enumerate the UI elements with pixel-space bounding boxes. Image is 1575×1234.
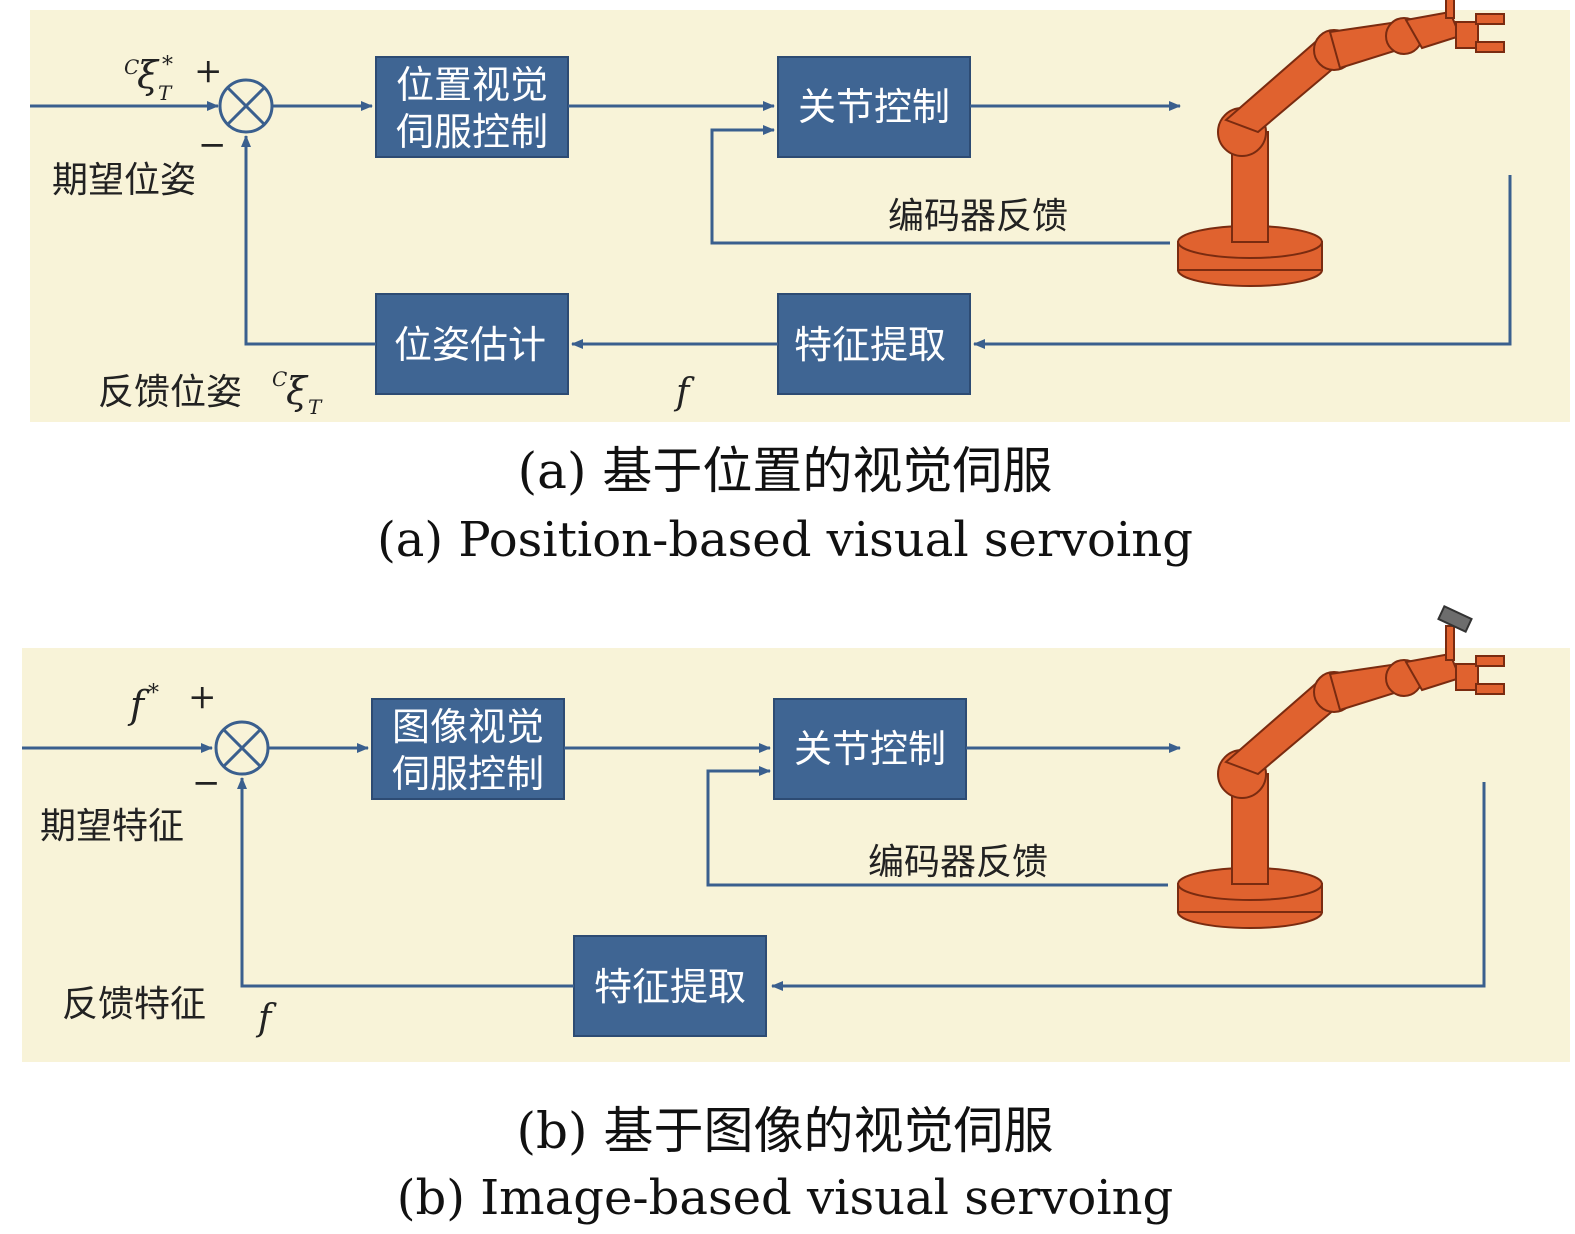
feature-extraction-label: 特征提取 — [594, 965, 746, 1009]
camera-feedback-line — [973, 175, 1512, 349]
ibvs-controller-block — [371, 698, 565, 800]
pose-estimation-label: 位姿估计 — [394, 323, 546, 367]
caption-a-english: (a) Position-based visual servoing — [377, 512, 1193, 568]
plus-sign: + — [194, 51, 223, 91]
pose-estimation-block — [375, 293, 569, 395]
encoder-feedback-label: 编码器反馈 — [868, 842, 1048, 883]
pbvs-controller-line1: 位置视觉 — [396, 63, 548, 107]
plus-sign: + — [188, 677, 217, 717]
feature-extraction-block — [777, 293, 971, 395]
desired-pose-symbol: C ξ * T — [124, 53, 173, 105]
feature-extraction-block — [573, 935, 767, 1037]
feature-extraction-label: 特征提取 — [794, 323, 946, 367]
pose-feedback-line — [241, 135, 376, 346]
minus-sign: − — [192, 763, 221, 803]
joint-control-label: 关节控制 — [798, 85, 950, 129]
ibvs-controller-line1: 图像视觉 — [392, 705, 544, 749]
ibvs-controller-line2: 伺服控制 — [392, 752, 544, 796]
pbvs-controller-block — [375, 56, 569, 158]
svg-text:T: T — [158, 81, 173, 105]
encoder-feedback-label: 编码器反馈 — [888, 196, 1068, 237]
svg-text:C: C — [272, 367, 287, 391]
caption-b-english: (b) Image-based visual servoing — [397, 1170, 1173, 1226]
camera-feedback-line — [771, 782, 1486, 991]
svg-text:*: * — [148, 681, 159, 706]
joint-control-block — [773, 698, 967, 800]
panel-b: 图像视觉 伺服控制 关节控制 编码器反馈 特征提取 f * + − 期望特征 反… — [22, 605, 1570, 1062]
desired-feature-label: 期望特征 — [40, 806, 184, 847]
svg-text:C: C — [124, 55, 139, 79]
svg-text:T: T — [308, 395, 323, 419]
feature-feedback-line — [237, 777, 574, 988]
desired-pose-label: 期望位姿 — [52, 160, 196, 201]
joint-control-block — [777, 56, 971, 158]
pbvs-controller-line2: 伺服控制 — [396, 110, 548, 154]
feedback-pose-label: 反馈位姿 — [98, 372, 242, 413]
encoder-feedback-line — [710, 125, 1170, 245]
minus-sign: − — [198, 125, 227, 165]
panel-a: 位置视觉 伺服控制 关节控制 编码器反馈 特征提取 f 位姿估计 C ξ * T… — [30, 0, 1570, 422]
feedback-pose-symbol: C ξ T — [272, 367, 323, 419]
caption-b-chinese: (b) 基于图像的视觉伺服 — [517, 1102, 1054, 1160]
joint-control-label: 关节控制 — [794, 727, 946, 771]
encoder-feedback-line — [706, 766, 1168, 887]
svg-text:ξ: ξ — [137, 53, 160, 97]
svg-text:ξ: ξ — [286, 369, 309, 413]
feedback-feature-label: 反馈特征 — [62, 984, 206, 1025]
svg-text:*: * — [162, 53, 173, 78]
caption-a-chinese: (a) 基于位置的视觉伺服 — [518, 442, 1053, 500]
